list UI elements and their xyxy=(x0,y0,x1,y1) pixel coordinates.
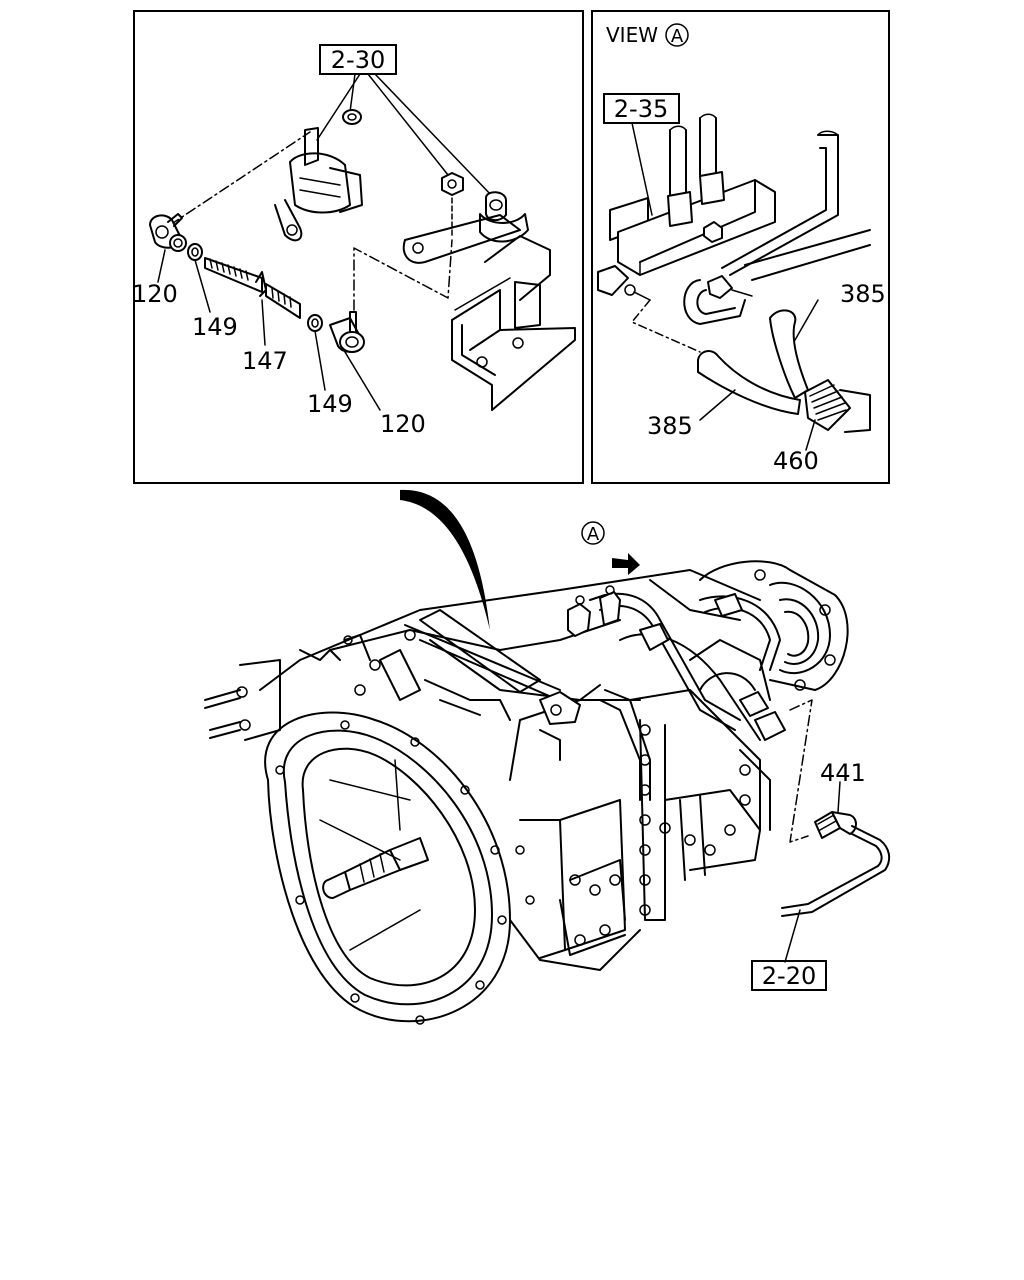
ref-label-2-30: 2-30 xyxy=(331,46,385,74)
shift-lever xyxy=(402,191,529,264)
detail-panel-view-a: VIEW A 2-35 xyxy=(591,10,890,484)
ref-label-2-35: 2-35 xyxy=(614,95,668,123)
hose-clamp xyxy=(804,379,871,433)
tube-2-20 xyxy=(781,825,891,917)
part-label-460: 460 xyxy=(773,447,819,475)
shift-shaft-bracket xyxy=(274,127,363,242)
nut-left xyxy=(187,243,203,261)
elbow-fitting xyxy=(814,811,857,839)
view-direction-arrow-icon xyxy=(612,553,640,575)
part-label-385-upper: 385 xyxy=(840,280,886,308)
part-label-120-right: 120 xyxy=(380,410,426,438)
main-case xyxy=(259,569,771,971)
ref-label-2-20: 2-20 xyxy=(762,962,816,990)
nut-right xyxy=(307,314,323,332)
transmission-assembly: A xyxy=(204,489,891,1025)
bell-housing xyxy=(264,711,511,1025)
left-side-rods xyxy=(204,649,341,741)
part-label-149-right: 149 xyxy=(307,390,353,418)
part-label-147: 147 xyxy=(242,347,288,375)
gearbox-bracket xyxy=(451,235,576,411)
ref-box-2-20: 2-20 xyxy=(751,960,827,991)
part-label-120-left: 120 xyxy=(132,280,178,308)
part-label-441: 441 xyxy=(820,759,866,787)
ball-joint-left xyxy=(149,213,187,252)
view-a-marker-icon xyxy=(581,521,605,545)
side-pipes xyxy=(721,130,871,281)
washer-icon xyxy=(342,109,362,125)
shift-rod xyxy=(204,257,301,319)
part-label-385-lower: 385 xyxy=(647,412,693,440)
case-bolts xyxy=(515,724,751,946)
input-shaft xyxy=(322,837,429,899)
view-letter: A xyxy=(671,26,684,47)
hose-upper xyxy=(769,309,809,399)
lever-nut xyxy=(441,172,464,236)
vertical-pipes xyxy=(667,113,725,243)
ref-box-2-30: 2-30 xyxy=(319,44,397,75)
part-label-149-left: 149 xyxy=(192,313,238,341)
rear-flange xyxy=(689,560,849,701)
top-fittings xyxy=(567,585,786,741)
view-title: VIEW xyxy=(606,23,658,47)
detail-pointer-icon xyxy=(400,489,490,630)
detail-panel-shift-rod: 2-30 xyxy=(132,10,584,484)
arrow-letter: A xyxy=(587,524,600,545)
left-connector xyxy=(597,265,651,301)
ball-joint-right xyxy=(329,311,365,353)
ref-box-2-35: 2-35 xyxy=(603,93,680,124)
view-a-circle-icon xyxy=(665,23,689,47)
valve-block xyxy=(609,179,776,276)
u-pipe xyxy=(683,275,753,325)
